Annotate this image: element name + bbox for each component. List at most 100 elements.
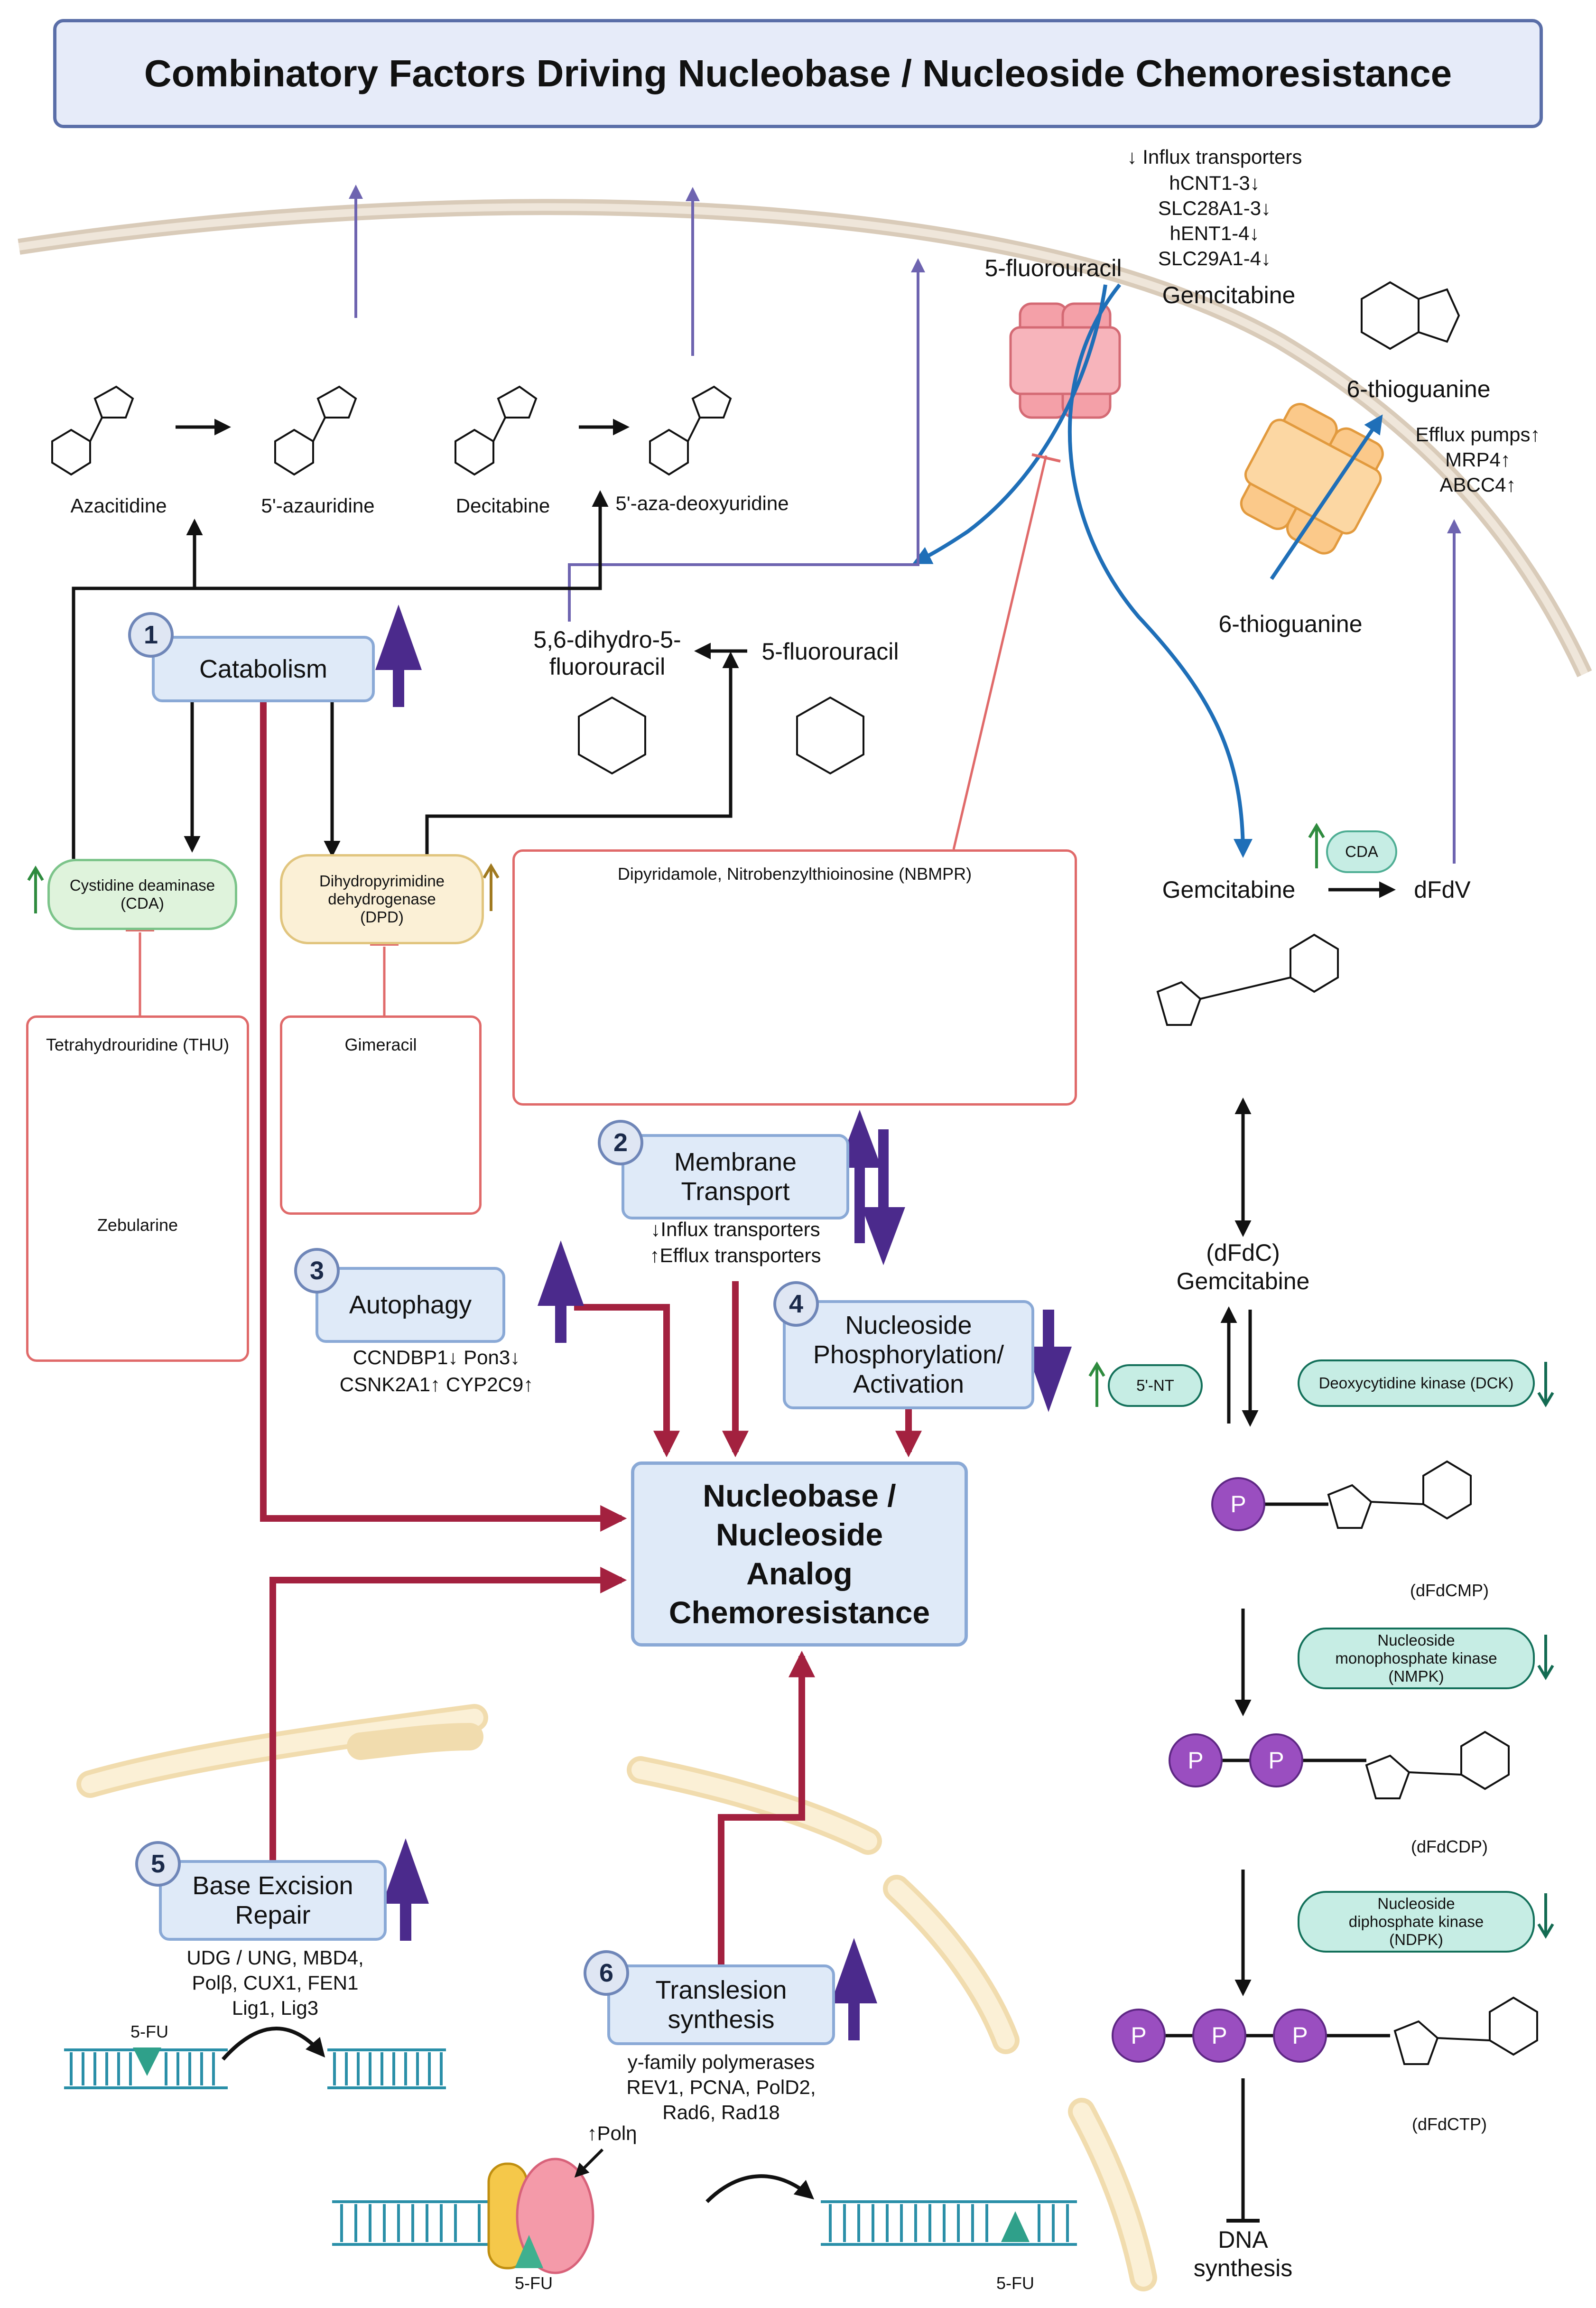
tls-label-2: synthesis xyxy=(668,2005,775,2034)
tls-note-1: y-family polymerases xyxy=(627,2051,815,2073)
chemoresistance-label-1: Nucleobase / xyxy=(703,1478,896,1513)
phosphate-label: P xyxy=(1292,2022,1308,2049)
influx-item-slc29: SLC29A1-4↓ xyxy=(1158,247,1271,270)
aza-deoxyuridine-label: 5'-aza-deoxyuridine xyxy=(615,492,789,514)
ber-label-1: Base Excision xyxy=(192,1871,353,1900)
gem-extracellular-label: Gemcitabine xyxy=(1162,282,1296,308)
tls-arrow xyxy=(705,2174,815,2203)
title-banner: Combinatory Factors Driving Nucleobase /… xyxy=(53,19,1543,128)
dpd-label-3: (DPD) xyxy=(360,908,404,926)
small-status-arrows xyxy=(27,823,1554,1939)
factor-badge-3: 3 xyxy=(294,1248,340,1294)
ndpk-label-1: Nucleoside xyxy=(1377,1895,1455,1912)
catabolism-box: Catabolism xyxy=(152,636,375,702)
nmpk-label-3: (NMPK) xyxy=(1388,1667,1444,1685)
tls-5fu-label-after: 5-FU xyxy=(996,2273,1034,2293)
efflux-pump xyxy=(1240,403,1384,555)
dfdcdp-label: (dFdCDP) xyxy=(1410,1837,1488,1856)
gem-influx-arrow xyxy=(1067,283,1253,858)
dfdv-label: dFdV xyxy=(1414,876,1471,903)
nmpk-label-2: monophosphate kinase xyxy=(1335,1649,1497,1667)
cda-to-decitabine-arrow xyxy=(195,490,609,590)
chemoresistance-label-3: Analog xyxy=(746,1556,853,1591)
dfdc-label-1: (dFdC) xyxy=(1206,1239,1280,1266)
dihydrofluorouracil-structure xyxy=(578,696,646,775)
phosphate-label: P xyxy=(1230,1491,1246,1517)
ber-5fu-label: 5-FU xyxy=(130,2022,168,2041)
dna-synthesis-label-2: synthesis xyxy=(1193,2255,1293,2281)
nbmpr-inhibit-line xyxy=(952,455,1048,850)
transport-note-influx: ↓Influx transporters xyxy=(650,1218,820,1240)
thu-label: Tetrahydrouridine (THU) xyxy=(46,1035,230,1054)
transport-note-efflux: ↑Efflux transporters xyxy=(650,1244,821,1266)
phosphorylation-box: Nucleoside Phosphorylation/ Activation xyxy=(783,1300,1034,1409)
gemcitabine-label: Gemcitabine xyxy=(1162,876,1296,903)
azacitidine-label: Azacitidine xyxy=(70,494,167,517)
ber-note-2: Polβ, CUX1, FEN1 xyxy=(192,1972,359,1994)
ber-to-center-arrow xyxy=(269,1567,627,1865)
thu-inhibitor-box xyxy=(26,1015,249,1362)
chemoresistance-label-2: Nucleoside xyxy=(715,1517,883,1552)
efflux-mrp4-label: MRP4↑ xyxy=(1445,448,1511,471)
dna-synthesis-label-1: DNA xyxy=(1218,2226,1268,2253)
factor-badge-1: 1 xyxy=(128,612,174,658)
nmpk-enzyme: Nucleoside monophosphate kinase (NMPK) xyxy=(1298,1628,1535,1689)
gemcitabine-structure xyxy=(1156,933,1339,1026)
membrane-transport-label-1: Membrane xyxy=(674,1148,797,1176)
phosphorylation-label-1: Nucleoside xyxy=(845,1311,972,1340)
tls-dna-after xyxy=(821,2200,1077,2246)
autophagy-up-arrow xyxy=(537,1240,585,1343)
tls-to-center-arrow xyxy=(718,1650,815,1964)
pol-eta-label: ↑Polη xyxy=(587,2122,637,2144)
ndpk-label-2: diphosphate kinase xyxy=(1348,1913,1484,1930)
tg-extracellular-label: 6-thioguanine xyxy=(1346,376,1491,402)
ber-label-2: Repair xyxy=(235,1901,311,1929)
factor-badge-2: 2 xyxy=(598,1120,643,1165)
fu-extracellular-label: 5-fluorouracil xyxy=(984,255,1122,281)
azacitidine-structure xyxy=(51,385,134,476)
phosphorylation-label-2: Phosphorylation/ xyxy=(813,1340,1004,1369)
ber-dna-after xyxy=(327,2048,446,2089)
azauridine-label: 5'-azauridine xyxy=(261,494,375,517)
cell-membrane-inner xyxy=(18,203,1588,676)
dihydro-fu-label-1: 5,6-dihydro-5- xyxy=(533,626,681,653)
phosphate-label: P xyxy=(1188,1747,1204,1774)
organelle-tubes xyxy=(76,1704,1157,2291)
ber-note-3: Lig1, Lig3 xyxy=(232,1997,319,2019)
ber-lesion-marker xyxy=(133,2047,161,2076)
decitabine-structure xyxy=(455,385,538,476)
polymerase-complex xyxy=(487,2158,594,2274)
influx-item-slc28: SLC28A1-3↓ xyxy=(1158,197,1271,219)
phosphorylation-down-arrow xyxy=(1025,1310,1072,1412)
autophagy-note-1: CCNDBP1↓ Pon3↓ xyxy=(353,1346,520,1368)
membrane-transport-box: Membrane Transport xyxy=(622,1134,849,1219)
influx-item-hent: hENT1-4↓ xyxy=(1169,222,1260,244)
influx-transporters-header: ↓ Influx transporters xyxy=(1127,146,1302,168)
tls-up-arrow xyxy=(830,1938,878,2040)
catabolism-up-arrow xyxy=(375,605,422,707)
autophagy-note-2: CSNK2A1↑ CYP2C9↑ xyxy=(339,1373,534,1396)
catabolism-to-center-arrow xyxy=(260,702,627,1532)
ber-repair-arrow xyxy=(222,2027,325,2061)
tg-efflux-arrow xyxy=(1270,414,1383,580)
pol-eta-pointer xyxy=(574,2148,604,2178)
fluorouracil-structure xyxy=(796,696,864,775)
fu-intracellular-label: 5-fluorouracil xyxy=(761,638,899,665)
tls-label-1: Translesion xyxy=(655,1976,787,2004)
dfdcdp-structure xyxy=(1365,1731,1510,1799)
factor-badge-6: 6 xyxy=(584,1950,629,1996)
tls-note-3: Rad6, Rad18 xyxy=(662,2101,780,2123)
phosphate-label: P xyxy=(1211,2022,1227,2049)
ndpk-enzyme: Nucleoside diphosphate kinase (NDPK) xyxy=(1298,1891,1535,1953)
tls-note-2: REV1, PCNA, PolD2, xyxy=(626,2076,816,2098)
chemoresistance-label-4: Chemoresistance xyxy=(668,1595,930,1630)
dfdctp-structure xyxy=(1393,1996,1538,2065)
dpd-label-2: dehydrogenase xyxy=(328,890,436,908)
dpd-to-dihydro-arrow xyxy=(425,651,739,854)
phosphate-label: P xyxy=(1131,2022,1147,2049)
dpd-label-1: Dihydropyrimidine xyxy=(319,872,445,890)
azauridine-structure xyxy=(274,385,357,476)
cda-to-azacitidine-arrow xyxy=(72,519,203,859)
phosphate-circles xyxy=(1112,1477,1327,2063)
